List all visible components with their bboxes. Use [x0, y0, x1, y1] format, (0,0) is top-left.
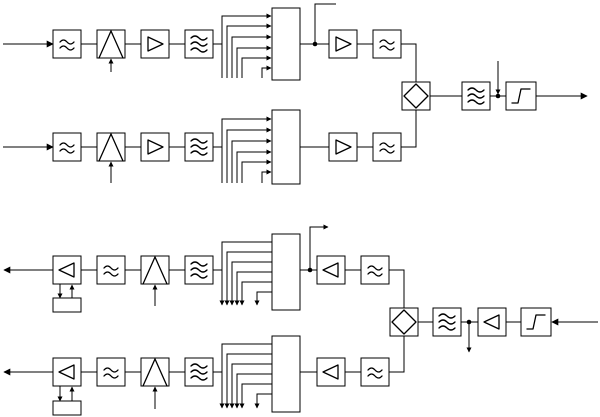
switch-matrix-block: [271, 233, 301, 311]
lowpass-filter-block: [96, 357, 126, 387]
amplifier-icon: [322, 262, 339, 278]
mixer-block: [140, 255, 170, 285]
bandpass-filter-icon: [190, 138, 208, 156]
amplifier-block: [316, 255, 346, 285]
hybrid-divider-block: [389, 307, 419, 337]
limiter-block: [505, 81, 537, 111]
amplifier-icon: [322, 364, 339, 380]
bandpass-filter-icon: [190, 35, 208, 53]
amplifier-icon: [483, 314, 500, 330]
mixer-icon: [98, 133, 124, 162]
switch-matrix-block: [271, 7, 301, 81]
amplifier-block: [140, 29, 170, 59]
bandpass-filter-icon: [467, 87, 485, 105]
lowpass-filter-block: [372, 29, 402, 59]
lowpass-filter-block: [360, 255, 390, 285]
bandpass-filter-icon: [190, 261, 208, 279]
amplifier-icon: [58, 364, 75, 380]
bandpass-filter-block: [184, 29, 214, 59]
mixer-block: [140, 357, 170, 387]
bandpass-filter-icon: [190, 363, 208, 381]
bias-control-block: [52, 400, 82, 416]
lowpass-filter-icon: [59, 142, 75, 154]
amplifier-block: [140, 132, 170, 162]
lowpass-filter-icon: [379, 142, 395, 154]
lowpass-filter-icon: [103, 367, 119, 379]
amplifier-icon: [335, 139, 352, 155]
amplifier-icon: [147, 139, 164, 155]
lowpass-filter-icon: [367, 265, 383, 277]
lowpass-filter-icon: [103, 265, 119, 277]
bandpass-filter-block: [184, 255, 214, 285]
tap-line: [314, 3, 336, 44]
mixer-icon: [142, 256, 168, 285]
lowpass-filter-block: [360, 357, 390, 387]
bandpass-filter-block: [184, 357, 214, 387]
switch-fan-lines: [221, 116, 272, 183]
receive-output-chain: [401, 61, 588, 111]
lowpass-filter-block: [96, 255, 126, 285]
transmit-chain-lower: [3, 335, 405, 416]
switch-matrix-block: [271, 109, 301, 185]
hybrid-combiner-block: [401, 81, 431, 111]
switch-fan-lines: [219, 241, 272, 306]
amplifier-icon: [58, 262, 75, 278]
switch-fan-lines: [219, 343, 272, 409]
junction-dot: [495, 93, 501, 99]
lowpass-filter-block: [52, 132, 82, 162]
receive-chain-upper: [3, 3, 417, 82]
transmit-chain-upper: [3, 224, 405, 313]
amplifier-block: [477, 307, 507, 337]
amplifier-icon: [147, 36, 164, 52]
lowpass-filter-block: [52, 29, 82, 59]
lowpass-filter-icon: [59, 39, 75, 51]
amplifier-block: [328, 29, 358, 59]
bias-control-block: [52, 297, 82, 313]
tap-line: [309, 224, 329, 270]
lowpass-filter-icon: [367, 367, 383, 379]
switch-matrix-block: [271, 335, 301, 413]
transmit-section: [3, 224, 598, 416]
bandpass-filter-block: [432, 307, 462, 337]
switch-fan-lines: [221, 13, 272, 78]
amplifier-block: [316, 357, 346, 387]
mixer-icon: [98, 30, 124, 59]
bandpass-filter-icon: [438, 313, 456, 331]
lowpass-filter-block: [372, 132, 402, 162]
amplifier-block: [52, 357, 82, 387]
amplifier-block: [52, 255, 82, 285]
receive-section: [3, 3, 588, 185]
amplifier-block: [328, 132, 358, 162]
mixer-block: [96, 132, 126, 162]
mixer-icon: [142, 358, 168, 387]
transmit-input-chain: [389, 307, 598, 353]
limiter-icon: [526, 314, 546, 330]
amplifier-icon: [335, 36, 352, 52]
limiter-block: [520, 307, 552, 337]
hybrid-icon: [391, 309, 417, 335]
receive-chain-lower: [3, 109, 417, 185]
hybrid-icon: [403, 83, 429, 109]
bandpass-filter-block: [184, 132, 214, 162]
junction-dot: [466, 319, 472, 325]
limiter-icon: [511, 88, 531, 104]
bandpass-filter-block: [461, 81, 491, 111]
mixer-block: [96, 29, 126, 59]
lowpass-filter-icon: [379, 39, 395, 51]
